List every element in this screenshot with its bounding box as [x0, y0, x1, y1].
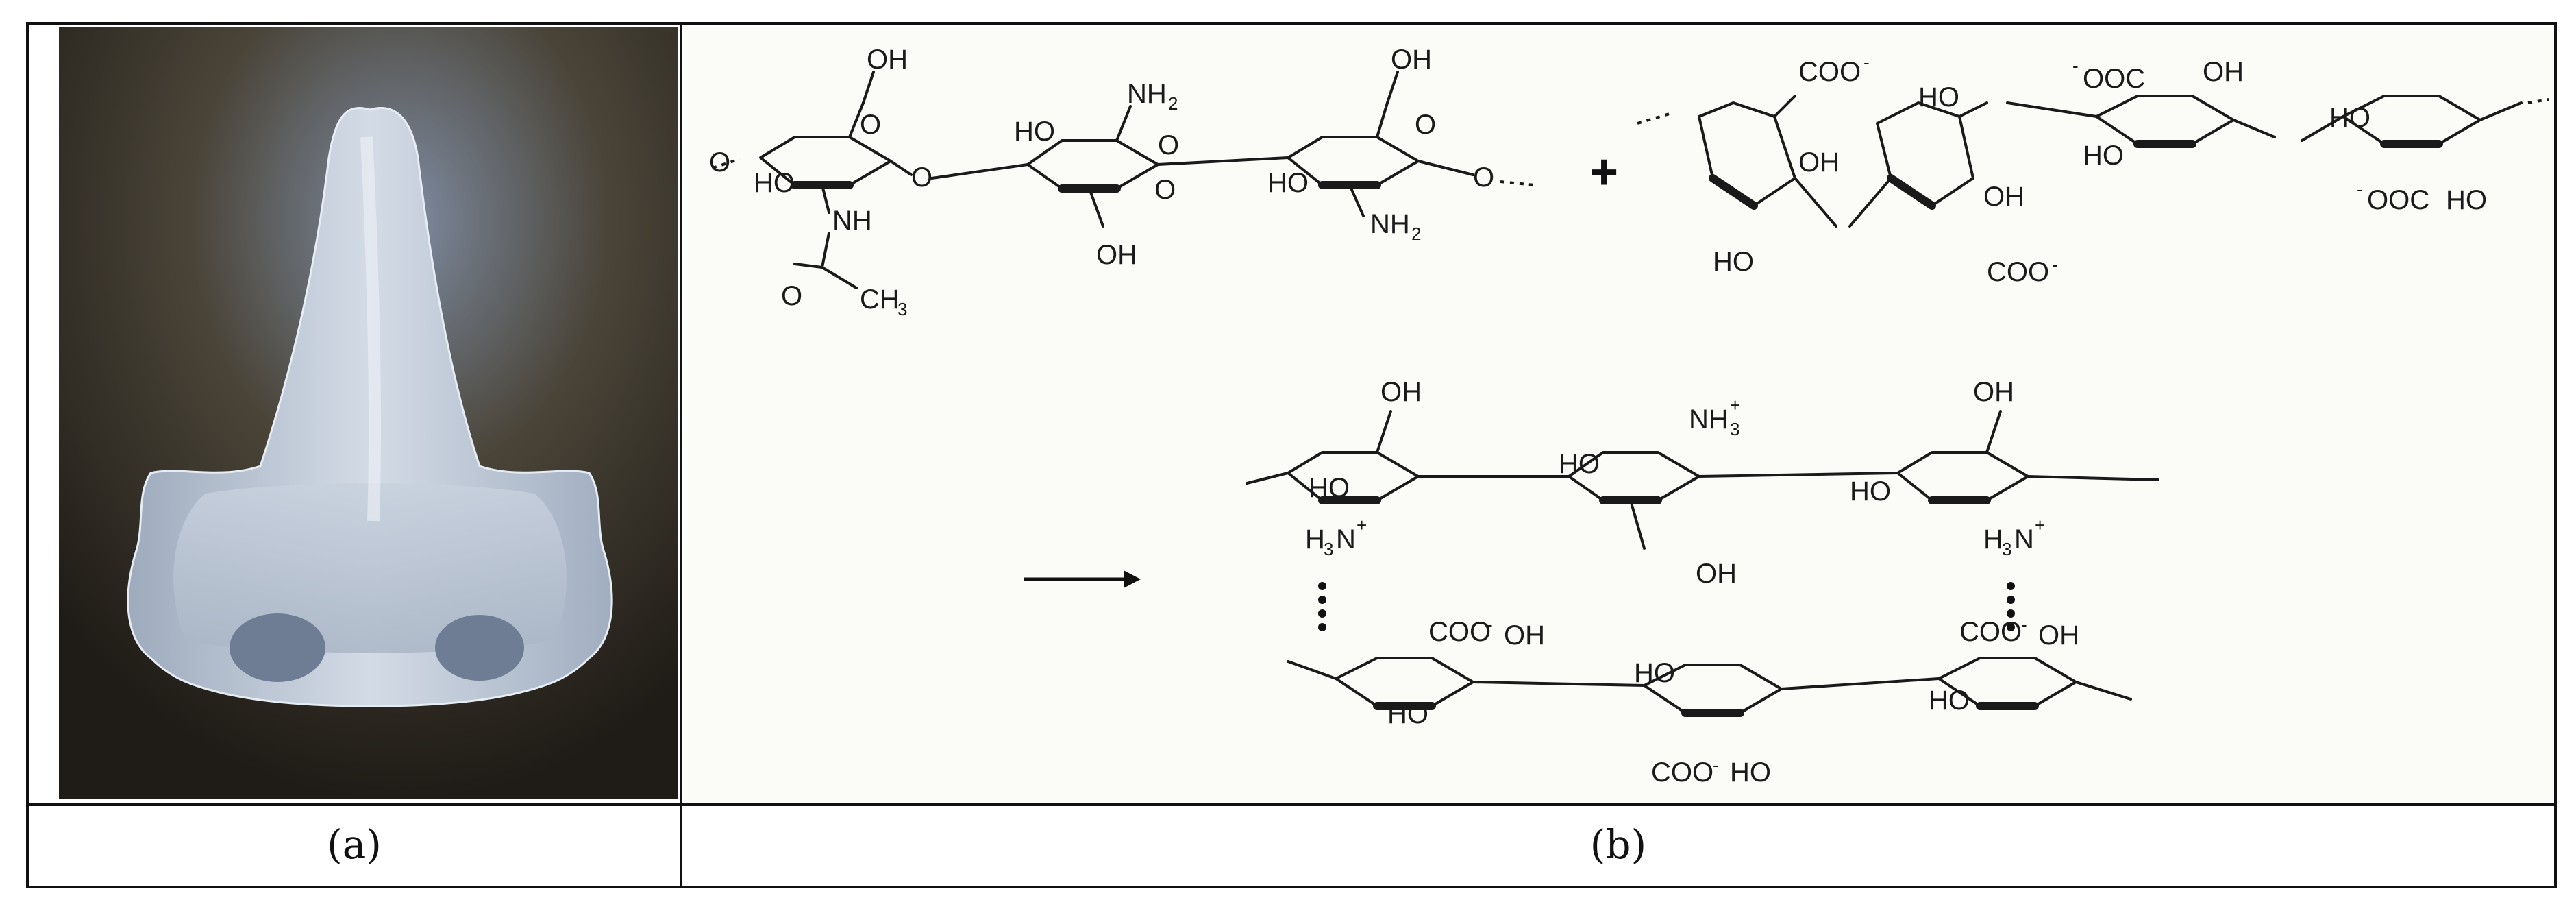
chitosan-nh2-top-sub: 2 [1168, 93, 1178, 114]
complex-structure [1246, 410, 2159, 717]
table-frame [26, 22, 2557, 888]
complex-h3n-left-sub: 3 [1324, 539, 1333, 559]
complex-neg-3: - [2021, 614, 2027, 635]
complex-h3n-right-n: N [2014, 524, 2034, 555]
alginate-structure [1637, 95, 2549, 228]
ionic-interaction-left [1318, 582, 1326, 631]
chitosan-nh2-right: NH [1370, 209, 1410, 239]
reaction-arrow [1024, 570, 1141, 588]
chitosan-o-3: O [911, 162, 932, 193]
alginate-ho-2: HO [1918, 82, 1959, 112]
complex-oh-3: OH [1696, 559, 1737, 589]
alginate-coo-2: COO [1987, 257, 2049, 287]
chitosan-structure [712, 71, 1535, 289]
alginate-ho-4: HO [2329, 103, 2370, 133]
alginate-ho-5: HO [2446, 185, 2487, 215]
reaction-scheme-bg [684, 27, 2553, 802]
alginate-labels: COO - OH HO HO OH COO - - OOC OH HO HO -… [1713, 52, 2487, 287]
caption-b: (b) [1590, 821, 1646, 868]
complex-ho-a4: HO [1730, 757, 1771, 788]
complex-nh3-sub: 3 [1730, 419, 1739, 439]
chitosan-o-4: O [1158, 130, 1179, 160]
alginate-neg-4: - [2357, 179, 2363, 199]
complex-h3n-left-n: N [1336, 524, 1356, 555]
complex-oh-2: OH [1973, 377, 2014, 407]
right-nostril [435, 615, 524, 681]
complex-h3n-right-plus: + [2035, 515, 2045, 535]
alginate-neg-1: - [1863, 52, 1870, 73]
complex-ho-a3: HO [1929, 685, 1970, 716]
caption-a: (a) [327, 821, 382, 868]
complex-h3n-right-h: H [1983, 524, 2003, 555]
left-nostril [230, 613, 325, 682]
complex-coo-1: COO [1428, 617, 1491, 647]
plus-operator: + [1589, 145, 1618, 199]
complex-oh-a1: OH [1504, 620, 1545, 651]
chitosan-nh-acetyl: NH [832, 206, 872, 236]
alginate-neg-3: - [2072, 56, 2079, 76]
chitosan-o-5: O [1154, 175, 1176, 205]
chitosan-o-8: O [781, 281, 802, 311]
alginate-oh-2: OH [1983, 182, 2024, 212]
alginate-ho-3: HO [2083, 141, 2124, 171]
complex-h3n-left-plus: + [1357, 515, 1367, 535]
complex-coo-2: COO [1651, 757, 1713, 788]
complex-nh3-plus: + [1730, 395, 1740, 415]
chitosan-oh-top-right: OH [1391, 45, 1432, 75]
nose-photo [59, 27, 678, 799]
chitosan-ch3-sub: 3 [897, 299, 907, 319]
complex-neg-1: - [1487, 614, 1493, 635]
complex-h3n-right-sub: 3 [2002, 539, 2011, 559]
chitosan-ho-2: HO [1014, 117, 1055, 147]
alginate-ho-1: HO [1713, 247, 1754, 277]
chitosan-nh2-top: NH [1127, 79, 1167, 109]
complex-h3n-left-h: H [1305, 524, 1325, 555]
chitosan-oh-top-left: OH [867, 45, 908, 75]
complex-labels: OH OH OH HO HO HO NH 3 + H 3 N + H 3 N +… [1305, 377, 2079, 788]
chitosan-o-7: O [1473, 162, 1494, 193]
complex-oh-a2: OH [2038, 620, 2079, 651]
complex-ho-a1: HO [1387, 699, 1428, 729]
complex-oh-1: OH [1380, 377, 1422, 407]
chitosan-labels: OH OH O O O O O O O O HO HO HO NH NH 2 N… [709, 45, 1494, 319]
complex-ho-a2: HO [1634, 658, 1675, 688]
complex-ho-1: HO [1309, 473, 1350, 503]
complex-ho-3: HO [1850, 476, 1891, 507]
alginate-oh-3: OH [2203, 57, 2244, 87]
alginate-neg-2: - [2052, 254, 2058, 275]
alginate-ooc-1: OOC [2083, 64, 2145, 94]
chitosan-nh2-right-sub: 2 [1411, 223, 1421, 244]
chitosan-o-1: O [709, 147, 730, 178]
chitosan-o-6: O [1415, 110, 1436, 140]
complex-coo-3: COO [1959, 617, 2022, 647]
chitosan-ho-1: HO [754, 168, 795, 198]
chitosan-o-2: O [860, 110, 881, 140]
alginate-oh-1: OH [1798, 147, 1840, 178]
alginate-ooc-2: OOC [2367, 185, 2429, 215]
chitosan-ch3: CH [860, 284, 900, 315]
chitosan-ho-3: HO [1267, 168, 1309, 198]
alginate-coo-1: COO [1798, 57, 1861, 87]
complex-nh3-top: NH [1689, 404, 1729, 435]
chitosan-oh-bottom: OH [1096, 240, 1137, 270]
ionic-interaction-right [2007, 582, 2015, 631]
complex-neg-2: - [1713, 755, 1719, 775]
complex-ho-2: HO [1559, 449, 1600, 479]
